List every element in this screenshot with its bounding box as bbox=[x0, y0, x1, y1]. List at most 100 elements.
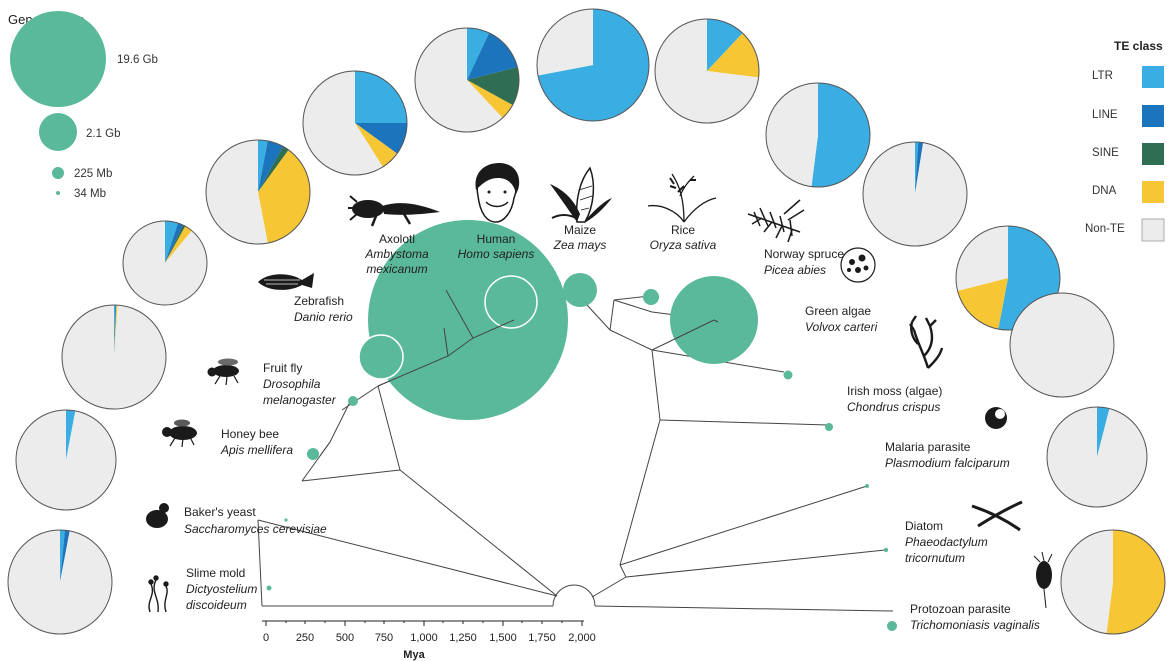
species-latin-axolotl: mexicanum bbox=[366, 262, 427, 276]
pie-outline bbox=[7, 529, 113, 635]
species-name-malaria: Malaria parasite bbox=[885, 440, 971, 454]
pie-slice-ltr bbox=[258, 140, 268, 192]
pie-slice-line bbox=[915, 142, 924, 194]
te-legend-swatch-sine bbox=[1142, 143, 1164, 165]
pie-slice-nonte bbox=[1046, 406, 1147, 507]
axis-tick-label: 2,000 bbox=[568, 632, 596, 644]
pie-slice-nonte bbox=[537, 9, 593, 76]
tree-branch bbox=[341, 385, 379, 411]
pie-slice-nonte bbox=[303, 71, 383, 175]
pie-slice-ltr bbox=[811, 83, 870, 187]
species-latin-maize: Zea mays bbox=[553, 238, 607, 252]
genome-circle-irish-moss bbox=[825, 423, 833, 431]
pie-slice-nonte bbox=[1010, 293, 1114, 397]
species-name-zebrafish: Zebrafish bbox=[294, 294, 344, 308]
te-legend-swatch-dna bbox=[1142, 181, 1164, 203]
zebrafish-icon bbox=[258, 273, 314, 290]
te-class-legend-title: TE class bbox=[1114, 39, 1163, 53]
te-pie-yeast bbox=[1060, 529, 1166, 635]
tree-branch bbox=[619, 419, 661, 566]
tree-branch bbox=[609, 329, 653, 351]
pie-outline bbox=[765, 82, 871, 188]
te-pie-maize bbox=[414, 27, 520, 133]
te-legend-swatch-line bbox=[1142, 105, 1164, 127]
size-legend-label: 2.1 Gb bbox=[86, 128, 121, 140]
genome-circle-human bbox=[484, 275, 538, 329]
te-pie-zebrafish bbox=[122, 220, 208, 306]
tree-branch bbox=[625, 549, 886, 578]
species-latin-rice: Oryza sativa bbox=[650, 238, 717, 252]
genome-circle-maize bbox=[563, 273, 597, 307]
tree-branch bbox=[609, 299, 615, 331]
pie-outline bbox=[15, 409, 117, 511]
size-legend-circle-225mb bbox=[52, 167, 64, 179]
species-latin-zebrafish: Danio rerio bbox=[294, 310, 353, 324]
axis-tick-label: 750 bbox=[375, 632, 393, 644]
pie-slice-ltr bbox=[114, 305, 116, 357]
pie-slice-sine bbox=[258, 146, 289, 192]
tree-branch bbox=[257, 519, 558, 597]
pie-slice-ltr bbox=[355, 71, 407, 123]
diatom-icon bbox=[971, 500, 1023, 532]
tree-root-arc bbox=[552, 584, 596, 607]
axis-tick-label: 1,500 bbox=[489, 632, 517, 644]
tree-branch bbox=[619, 485, 868, 566]
pie-outline bbox=[61, 304, 167, 410]
pie-outline bbox=[654, 18, 760, 124]
fruit-fly-icon bbox=[207, 358, 239, 386]
te-pie-spruce bbox=[654, 18, 760, 124]
axis-tick-label: 1,000 bbox=[410, 632, 438, 644]
pie-slice-line bbox=[114, 305, 117, 357]
genome-circle-trichomonas bbox=[887, 621, 897, 631]
tree-branch bbox=[257, 519, 263, 607]
pie-slice-dna bbox=[114, 305, 118, 357]
species-latin-axolotl: Ambystoma bbox=[364, 247, 429, 261]
pie-slice-ltr bbox=[1097, 407, 1110, 457]
te-class-legend: TE class LTR LINE SINE DNA Non-TE bbox=[1085, 39, 1165, 242]
species-name-diatom: Diatom bbox=[905, 519, 943, 533]
pie-slice-sine bbox=[165, 224, 186, 263]
te-pie-charts bbox=[7, 8, 1166, 635]
species-latin-slime-mold: discoideum bbox=[186, 598, 247, 612]
tree-branch bbox=[377, 385, 401, 471]
pie-slice-ltr bbox=[165, 221, 178, 263]
te-legend-label: DNA bbox=[1092, 185, 1117, 197]
tree-branch bbox=[329, 401, 351, 443]
species-latin-yeast: Saccharomyces cerevisiae bbox=[184, 522, 327, 536]
maize-icon bbox=[550, 166, 612, 223]
species-name-axolotl: Axolotl bbox=[379, 232, 415, 246]
axis-tick-label: 0 bbox=[263, 632, 269, 644]
species-latin-fruit-fly: melanogaster bbox=[263, 393, 337, 407]
tree-branch bbox=[399, 469, 558, 597]
tree-branch bbox=[651, 349, 661, 421]
pie-slice-nonte bbox=[415, 28, 503, 132]
species-name-human: Human bbox=[477, 232, 516, 246]
tree-branch bbox=[619, 564, 627, 578]
te-pie-trichomonas bbox=[1046, 406, 1148, 508]
pie-outline bbox=[414, 27, 520, 133]
pie-slice-ltr bbox=[467, 28, 490, 80]
volvox-icon bbox=[840, 247, 876, 283]
te-legend-label: SINE bbox=[1092, 147, 1119, 159]
pie-slice-line bbox=[258, 140, 284, 192]
te-pie-fruit-fly bbox=[61, 304, 167, 410]
species-latin-diatom: tricornutum bbox=[905, 551, 965, 565]
species-name-trichomonas: Protozoan parasite bbox=[910, 602, 1011, 616]
tree-branch bbox=[659, 419, 829, 426]
pie-slice-ltr bbox=[66, 410, 76, 460]
axolotl-icon bbox=[348, 195, 440, 227]
species-name-slime-mold: Slime mold bbox=[186, 566, 245, 580]
species-latin-trichomonas: Trichomoniasis vaginalis bbox=[910, 618, 1040, 632]
slime-mold-icon bbox=[148, 575, 169, 613]
pie-slice-dna bbox=[165, 226, 192, 263]
pie-slice-ltr bbox=[537, 9, 650, 121]
genome-circle-axolotl bbox=[368, 220, 568, 420]
pie-outline bbox=[1046, 406, 1148, 508]
pie-outline bbox=[862, 141, 968, 247]
genome-circle-malaria bbox=[865, 484, 869, 488]
species-latin-slime-mold: Dictyostelium bbox=[186, 582, 257, 596]
pie-slice-dna bbox=[707, 33, 759, 78]
tree-branch bbox=[301, 469, 401, 482]
size-legend-circle-19.6gb bbox=[10, 11, 106, 107]
species-name-honey-bee: Honey bee bbox=[221, 427, 279, 441]
